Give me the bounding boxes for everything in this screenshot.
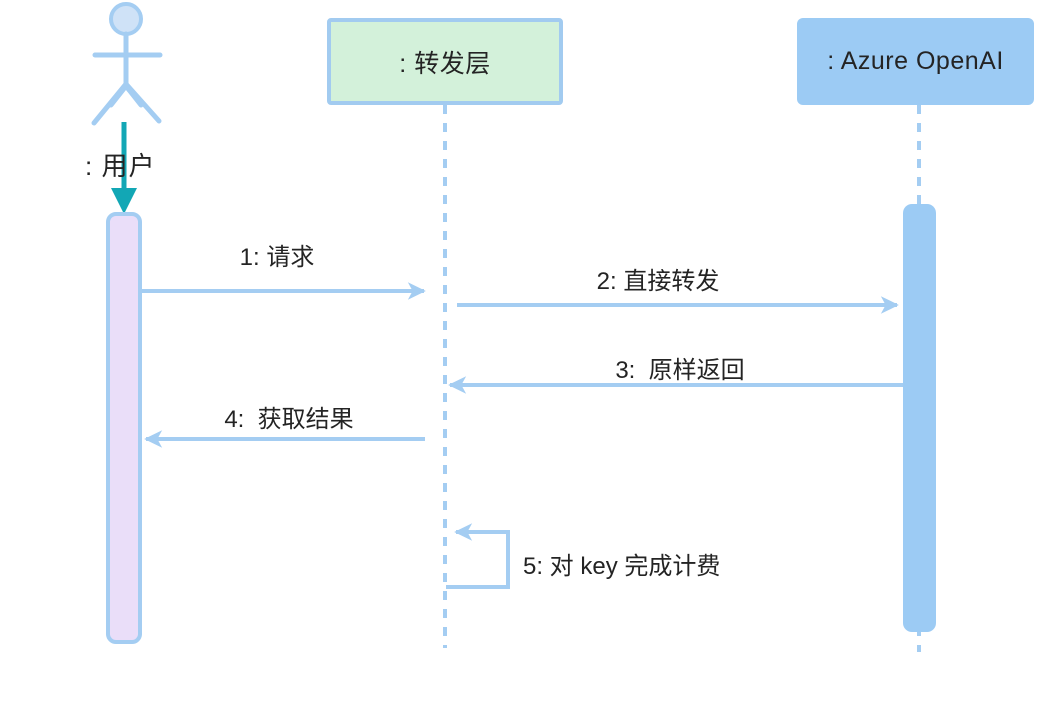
participant-label-forward-layer: : 转发层 — [399, 49, 491, 78]
actor-head — [109, 2, 143, 36]
actor-label: : 用户 — [85, 151, 156, 181]
message-label-3: 3: 原样返回 — [615, 357, 745, 384]
message-label-1: 1: 请求 — [239, 244, 315, 271]
activation-bar-azure-openai — [903, 204, 936, 632]
activation-bar-user — [106, 212, 142, 644]
participant-box-azure-openai: : Azure OpenAI — [797, 18, 1034, 105]
participant-box-forward-layer: : 转发层 — [327, 18, 563, 105]
message-label-5: 5: 对 key 完成计费 — [523, 553, 721, 580]
actor-inner-left-leg — [108, 83, 129, 108]
actor-inner-right-leg — [123, 83, 144, 108]
create-arrowhead-icon — [111, 188, 137, 214]
create-arrow — [111, 122, 137, 214]
message-arrow-5-self-loop — [446, 523, 510, 589]
participant-label-azure-openai: : Azure OpenAI — [827, 47, 1004, 75]
actor-figure-icon — [91, 2, 163, 126]
message-label-4: 4: 获取结果 — [224, 406, 354, 433]
message-label-2: 2: 直接转发 — [596, 268, 720, 295]
